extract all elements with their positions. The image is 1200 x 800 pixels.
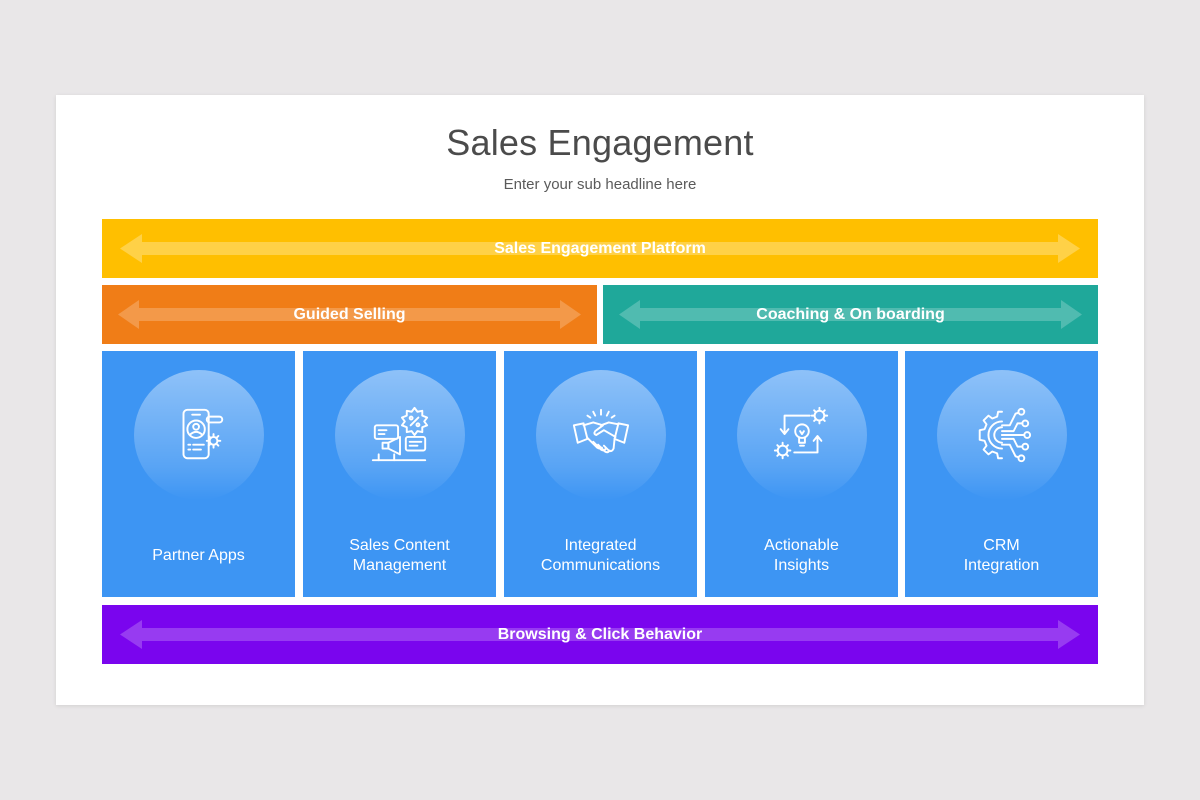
band-label: Coaching & On boarding <box>756 305 945 323</box>
double-arrow-icon <box>120 620 1080 649</box>
card-label-line-1: Actionable <box>764 537 839 554</box>
gear-network-icon <box>978 407 1032 463</box>
band-label: Guided Selling <box>293 305 406 323</box>
card-crm-integration: CRM Integration <box>905 351 1098 597</box>
card-label-line-1: Sales Content <box>349 537 450 554</box>
icon-circle <box>335 370 465 500</box>
card-sales-content-management: Sales Content Management <box>303 351 496 597</box>
card-label-line-2: Management <box>352 557 447 574</box>
handshake-icon <box>572 408 630 454</box>
double-arrow-icon <box>619 300 1082 329</box>
icon-circle <box>536 370 666 500</box>
page-title: Sales Engagement <box>446 122 754 163</box>
icon-circle <box>937 370 1067 500</box>
icon-circle <box>737 370 867 500</box>
mobile-user-icon <box>182 408 224 460</box>
megaphone-discount-icon <box>371 406 429 462</box>
band-label: Browsing & Click Behavior <box>497 625 703 643</box>
double-arrow-icon <box>118 300 581 329</box>
card-label-line-2: Communications <box>540 557 661 574</box>
card-label: Partner Apps <box>152 547 245 564</box>
band-coaching-onboarding: Coaching & On boarding <box>603 285 1098 344</box>
double-arrow-icon <box>120 234 1080 263</box>
band-guided-selling: Guided Selling <box>102 285 597 344</box>
card-actionable-insights: Actionable Insights <box>705 351 898 597</box>
card-label-line-1: Integrated <box>564 537 637 554</box>
card-label-line-2: Insights <box>773 557 830 574</box>
card-label-line-2: Integration <box>963 557 1040 574</box>
card-integrated-communications: Integrated Communications <box>504 351 697 597</box>
card-partner-apps: Partner Apps <box>102 351 295 597</box>
band-browsing-click-behavior: Browsing & Click Behavior <box>102 605 1098 664</box>
lightbulb-gears-icon <box>773 406 829 460</box>
band-sales-engagement-platform: Sales Engagement Platform <box>102 219 1098 278</box>
icon-circle <box>134 370 264 500</box>
band-label: Sales Engagement Platform <box>494 239 706 257</box>
card-label-line-1: CRM <box>983 537 1020 554</box>
page-subtitle: Enter your sub headline here <box>503 176 697 193</box>
